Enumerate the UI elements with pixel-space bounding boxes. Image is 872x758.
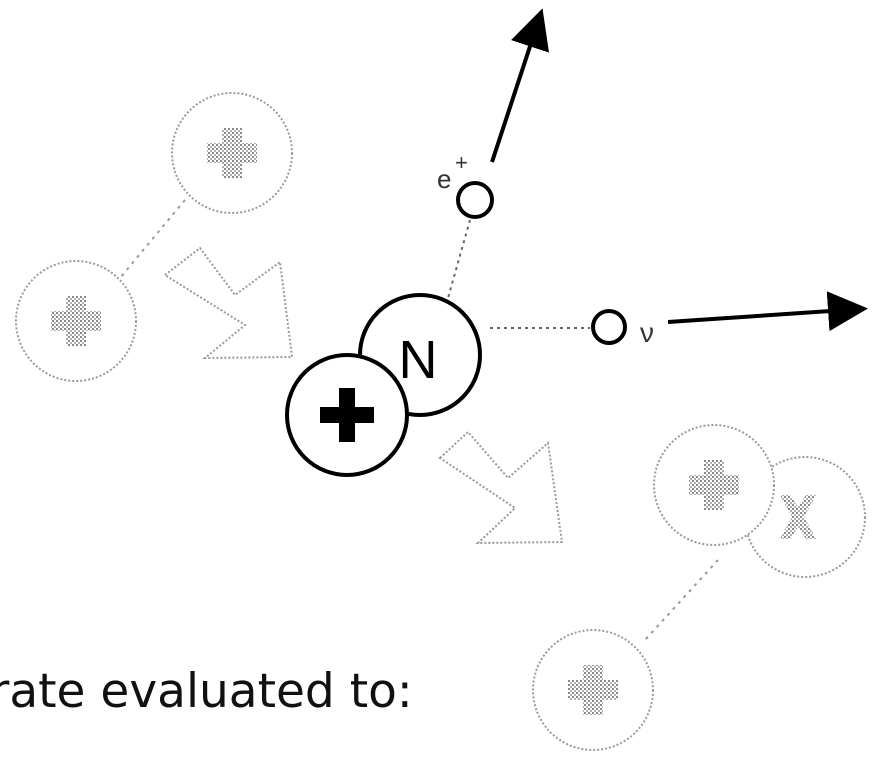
outgoing-bond-line [644,559,719,641]
neutrino-trajectory-arrow [667,291,868,332]
outgoing-arrow-icon [438,430,564,545]
positron-charge-label: + [455,150,468,175]
proton [285,353,409,477]
outgoing-proton-upper [653,424,775,546]
outgoing-proton-lower [532,629,654,751]
incoming-proton-lower [15,260,137,382]
neutrino [591,309,627,345]
positron-label: e [437,164,451,194]
incoming-proton-upper [171,92,293,214]
positron [456,181,494,219]
incoming-arrow-icon [163,246,294,360]
positron-trajectory-arrow [490,8,550,163]
neutrino-label: ν [640,317,654,348]
positron-connector [447,219,471,299]
plus-icon [320,388,374,442]
incoming-bond-line [119,199,186,279]
neutron-label: N [399,330,438,390]
caption-text: rate evaluated to: [0,664,413,719]
